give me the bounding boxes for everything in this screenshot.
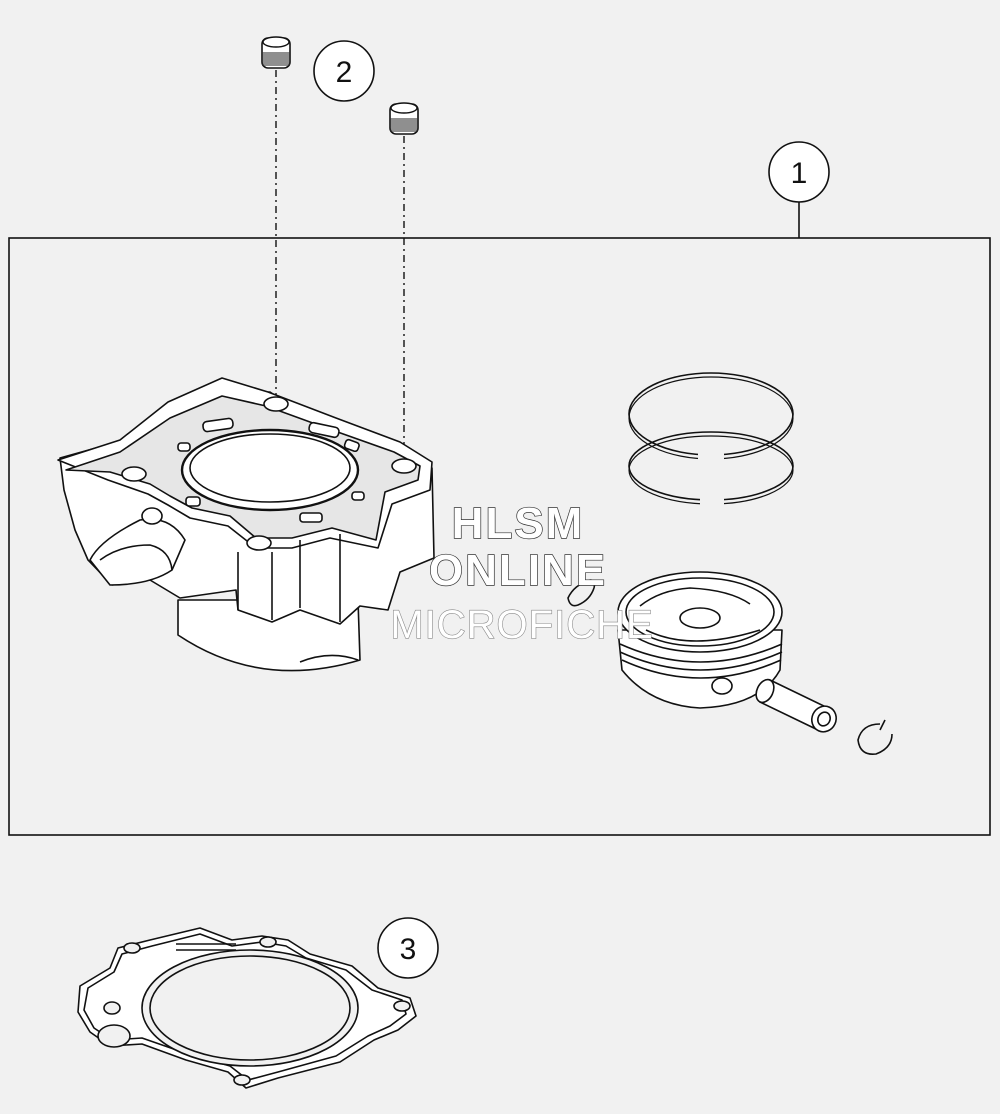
watermark: HLSM ONLINE MICROFICHE <box>390 498 654 647</box>
piston-ring-second[interactable] <box>628 431 794 508</box>
callout-2[interactable]: 2 <box>313 40 375 102</box>
cylinder-base-gasket[interactable] <box>77 927 417 1089</box>
piston-ring-top[interactable] <box>628 372 794 462</box>
callout-1[interactable]: 1 <box>768 141 830 238</box>
piston[interactable] <box>617 571 783 709</box>
callout-1-label: 1 <box>791 157 808 190</box>
callout-1-circle <box>768 141 830 203</box>
watermark-line2: ONLINE <box>429 546 607 595</box>
callout-3-circle <box>377 917 439 979</box>
watermark-line1: HLSM <box>452 499 585 548</box>
watermark-line3: MICROFICHE <box>390 603 653 647</box>
dowel-pin-left[interactable] <box>261 36 291 69</box>
piston-pin[interactable] <box>753 677 841 736</box>
dowel-pin-right[interactable] <box>389 102 419 135</box>
kit-frame <box>8 237 991 836</box>
cylinder[interactable] <box>57 377 435 672</box>
circlip-left[interactable] <box>567 579 596 607</box>
callout-3[interactable]: 3 <box>377 917 439 979</box>
callout-3-label: 3 <box>400 933 417 966</box>
callout-2-circle <box>313 40 375 102</box>
circlip-right[interactable] <box>857 719 893 756</box>
callout-2-label: 2 <box>336 56 353 89</box>
